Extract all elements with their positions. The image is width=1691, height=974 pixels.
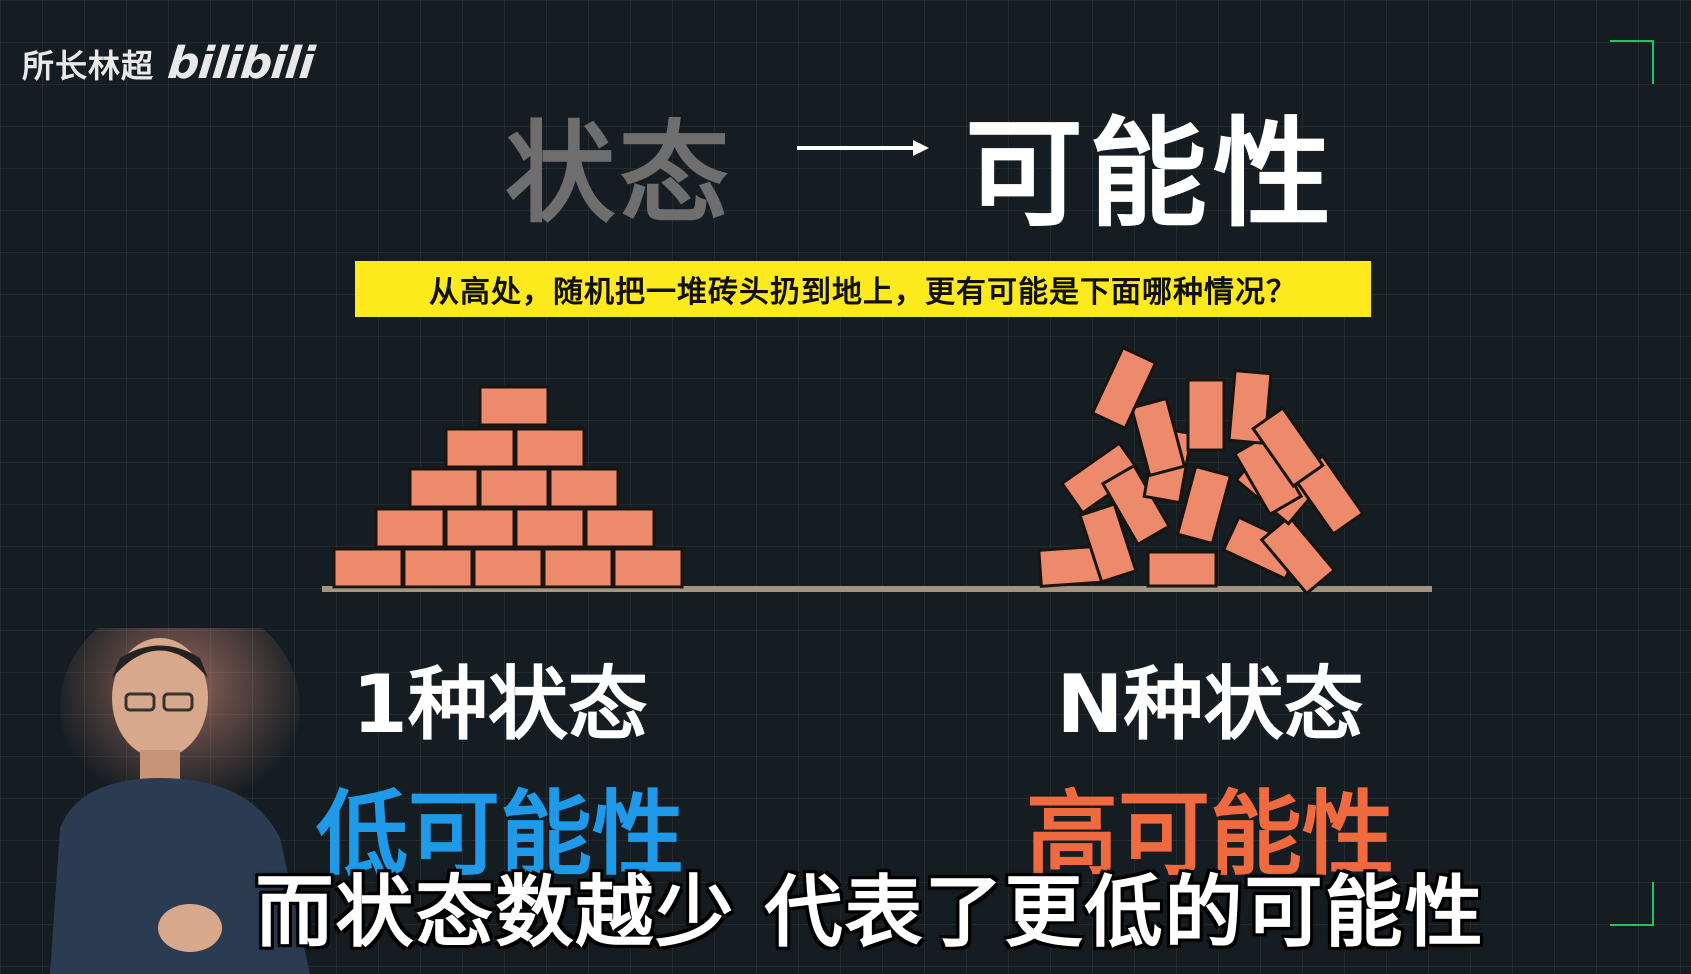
frame-corner-top-right: [1610, 40, 1654, 84]
headline-to: 可能性: [965, 105, 1338, 243]
frame-corner-bottom-right: [1610, 882, 1654, 926]
brick-illustration: [322, 345, 1432, 596]
video-subtitle: 而状态数越少 代表了更低的可能性: [255, 868, 1485, 958]
channel-name: 所长林超: [22, 46, 155, 85]
brick-pyramid: [332, 385, 684, 589]
left-state-count: 1种状态: [352, 658, 648, 751]
right-state-count: N种状态: [1056, 658, 1364, 751]
channel-watermark: 所长林超 bilibili: [22, 38, 317, 89]
ground-line: [322, 586, 1432, 592]
presenter-avatar: [50, 628, 310, 974]
arrow-right-icon: [797, 140, 929, 156]
right-probability: 高可能性: [1025, 781, 1394, 888]
left-probability: 低可能性: [315, 781, 684, 888]
question-banner: 从高处，随机把一堆砖头扔到地上，更有可能是下面哪种情况？: [355, 261, 1371, 317]
headline-from: 状态: [505, 110, 733, 238]
bilibili-logo: bilibili: [165, 38, 317, 89]
brick-pile: [1037, 345, 1365, 596]
